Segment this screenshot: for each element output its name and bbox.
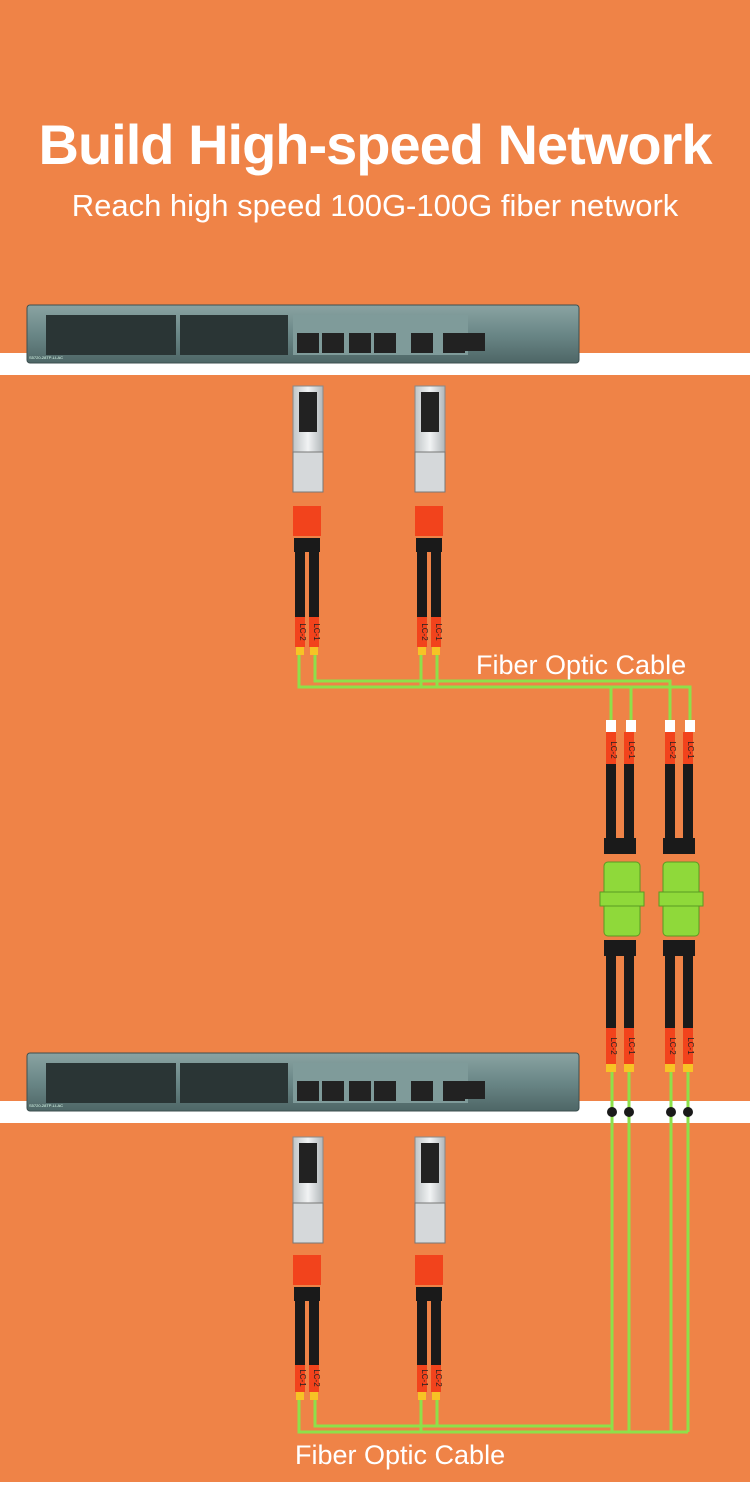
lc2-label: LC-2 bbox=[609, 1037, 618, 1055]
network-switch-icon: S5720-28TP-LI-AC bbox=[27, 1053, 579, 1111]
lc-duplex-connector-icon: LC-2 LC-1 bbox=[293, 506, 321, 655]
lc-duplex-connector-icon: LC-1 LC-2 bbox=[293, 1255, 321, 1400]
lc2-label: LC-2 bbox=[312, 1369, 321, 1387]
lc2-label: LC-2 bbox=[434, 1369, 443, 1387]
lc-adapter-icon bbox=[600, 862, 703, 936]
shelf-bottom bbox=[0, 1482, 750, 1496]
lc1-label: LC-1 bbox=[627, 1037, 636, 1055]
lc-duplex-connector-icon: LC-2 LC-1 bbox=[663, 720, 695, 854]
lc1-label: LC-1 bbox=[686, 741, 695, 759]
lc2-label: LC-2 bbox=[668, 1037, 677, 1055]
network-switch-icon: S5720-28TP-LI-AC bbox=[27, 305, 579, 363]
lc1-label: LC-1 bbox=[686, 1037, 695, 1055]
lc2-label: LC-2 bbox=[420, 623, 429, 641]
lc1-label: LC-1 bbox=[420, 1369, 429, 1387]
lc1-label: LC-1 bbox=[298, 1369, 307, 1387]
lc-duplex-connector-icon: LC-2 LC-1 bbox=[604, 720, 636, 854]
fiber-lower bbox=[299, 1070, 688, 1432]
lc1-label: LC-1 bbox=[627, 741, 636, 759]
fiber-cable-label-upper: Fiber Optic Cable bbox=[476, 650, 686, 681]
svg-text:S5720-28TP-LI-AC: S5720-28TP-LI-AC bbox=[29, 355, 63, 360]
lc2-label: LC-2 bbox=[668, 741, 677, 759]
lc-duplex-connector-icon: LC-1 LC-2 bbox=[415, 1255, 443, 1400]
lc2-label: LC-2 bbox=[609, 741, 618, 759]
lc1-label: LC-1 bbox=[312, 623, 321, 641]
lc2-label: LC-2 bbox=[298, 623, 307, 641]
fiber-cable-label-lower: Fiber Optic Cable bbox=[295, 1440, 505, 1471]
lc-duplex-connector-icon: LC-2 LC-1 bbox=[604, 940, 636, 1072]
lc1-label: LC-1 bbox=[434, 623, 443, 641]
lc-duplex-connector-icon: LC-2 LC-1 bbox=[663, 940, 695, 1072]
svg-text:S5720-28TP-LI-AC: S5720-28TP-LI-AC bbox=[29, 1103, 63, 1108]
lc-duplex-connector-icon: LC-2 LC-1 bbox=[415, 506, 443, 655]
